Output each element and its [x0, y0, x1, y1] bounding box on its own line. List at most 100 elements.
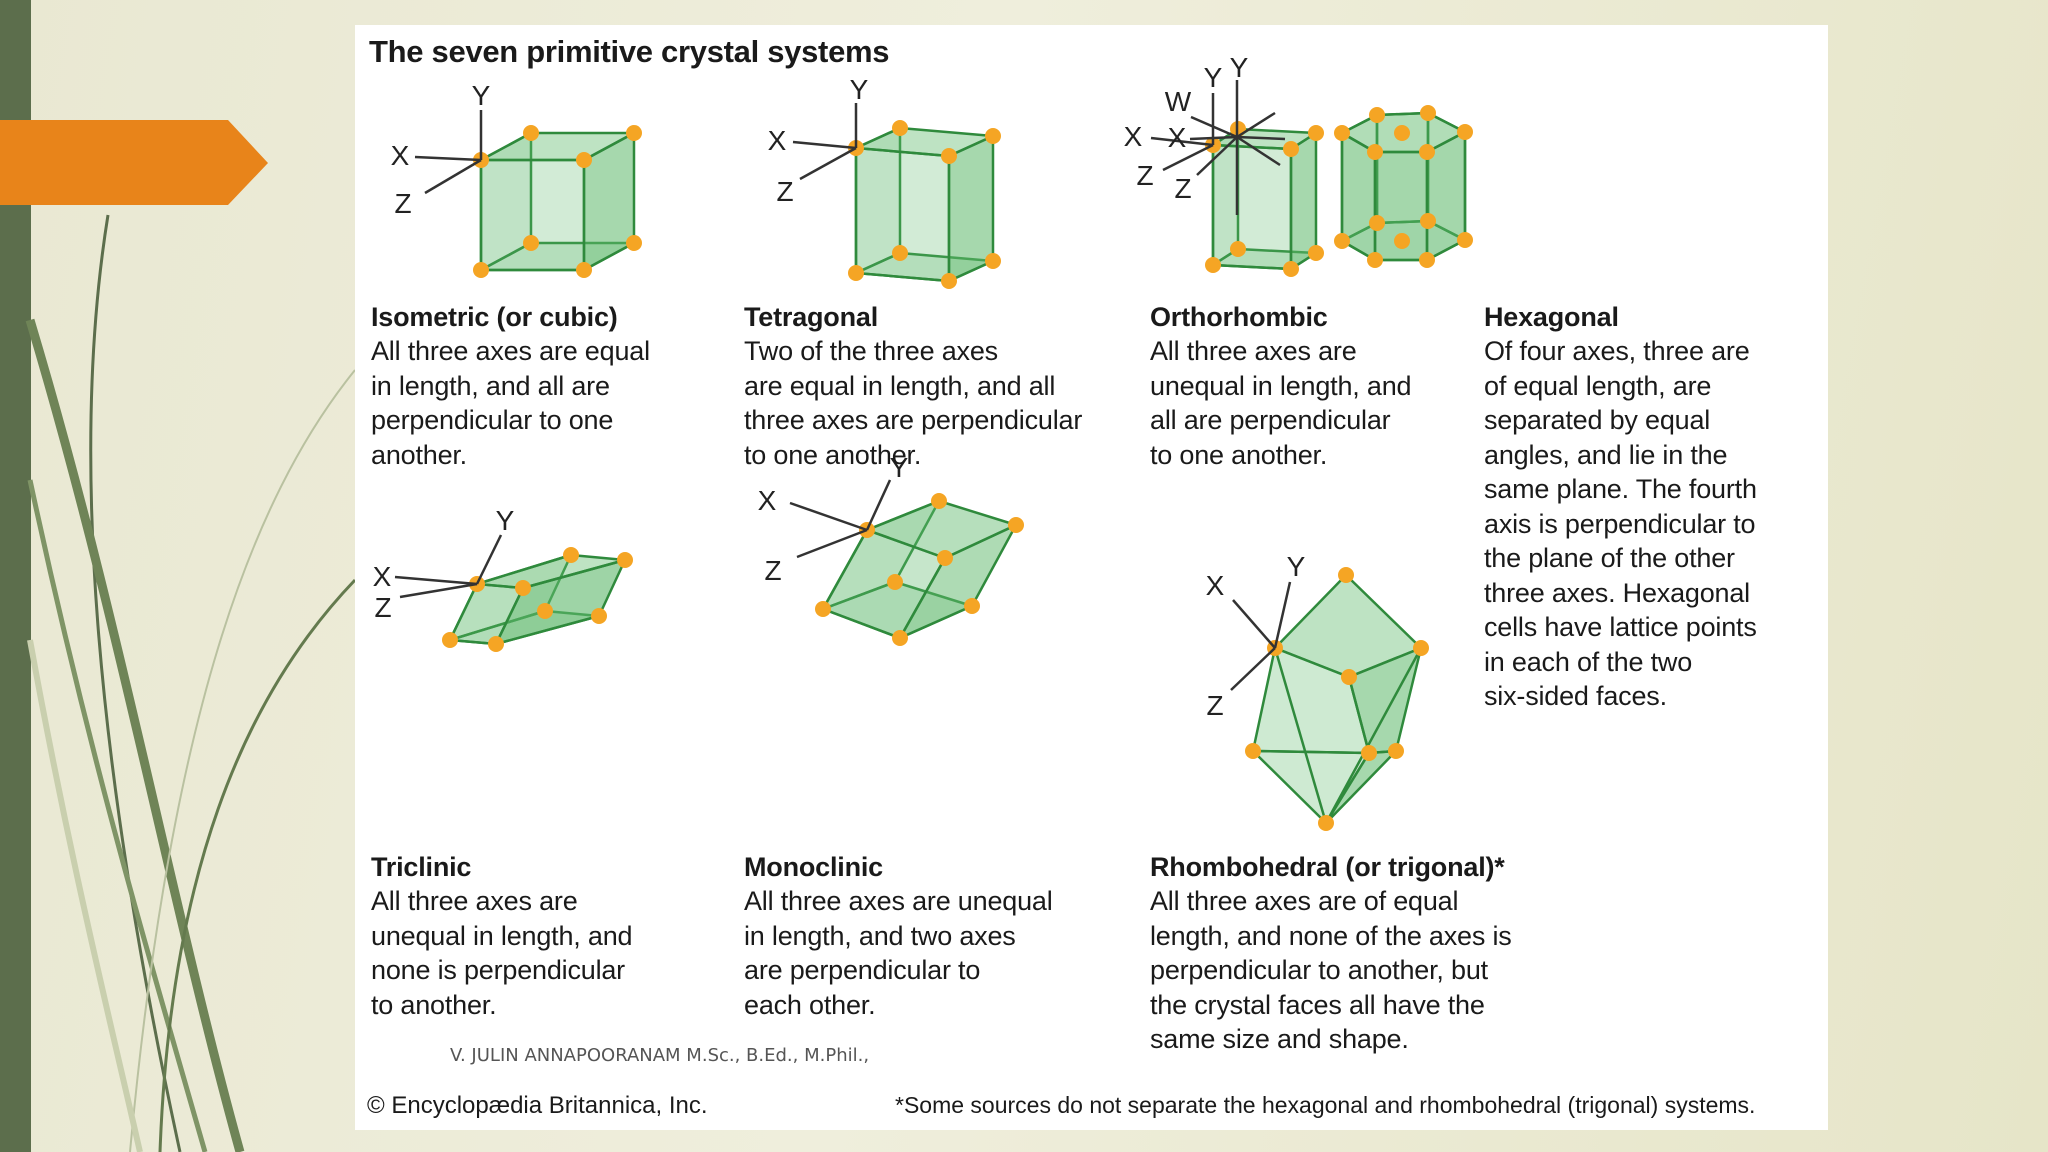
axis-label-w: W	[1165, 86, 1192, 117]
system-description: All three axes are unequal in length, an…	[744, 886, 1053, 1020]
lattice-point	[1318, 815, 1334, 831]
system-rhombohedral: Rhombohedral (or trigonal)* All three ax…	[1150, 850, 1512, 1057]
lattice-point	[617, 552, 633, 568]
lattice-point	[473, 262, 489, 278]
axis-line	[789, 501, 868, 532]
axis-line	[1230, 647, 1276, 691]
axis-line	[799, 146, 857, 181]
system-name: Monoclinic	[744, 852, 883, 882]
axis-label-z: Z	[776, 176, 793, 207]
lattice-point	[1338, 567, 1354, 583]
lattice-point	[1308, 125, 1324, 141]
lattice-point	[442, 632, 458, 648]
lattice-point	[892, 630, 908, 646]
lattice-point	[815, 601, 831, 617]
lattice-point	[1420, 105, 1436, 121]
lattice-point	[1334, 233, 1350, 249]
lattice-point	[626, 125, 642, 141]
axis-line	[1236, 135, 1286, 141]
axis-label-y: Y	[890, 452, 909, 483]
lattice-point	[1367, 252, 1383, 268]
system-description: All three axes are unequal in length, an…	[1150, 336, 1412, 470]
lattice-point	[523, 235, 539, 251]
lattice-point	[576, 152, 592, 168]
author-credit: V. JULIN ANNAPOORANAM M.Sc., B.Ed., M.Ph…	[450, 1045, 870, 1066]
crystal-cell	[473, 125, 642, 278]
crystal-edge	[1324, 647, 1423, 824]
lattice-point	[1367, 144, 1383, 160]
axis-label-x: X	[391, 140, 410, 171]
lattice-point	[1205, 257, 1221, 273]
lattice-point	[941, 273, 957, 289]
system-name: Rhombohedral (or trigonal)*	[1150, 852, 1505, 882]
system-triclinic: Triclinic All three axes are unequal in …	[371, 850, 633, 1022]
axis-line	[865, 479, 892, 531]
system-name: Orthorhombic	[1150, 302, 1328, 332]
lattice-point	[1413, 640, 1429, 656]
axis-label-z: Z	[1206, 690, 1223, 721]
lattice-point	[887, 574, 903, 590]
axis-label-x: X	[1206, 570, 1225, 601]
lattice-point	[985, 128, 1001, 144]
axis-line	[792, 140, 857, 150]
system-name: Isometric (or cubic)	[371, 302, 618, 332]
lattice-point	[1369, 215, 1385, 231]
lattice-point	[1334, 125, 1350, 141]
lattice-point	[515, 580, 531, 596]
axis-line	[1196, 136, 1238, 176]
decorative-curve	[25, 318, 245, 1152]
lattice-point	[576, 262, 592, 278]
orange-arrow-shape	[0, 120, 268, 205]
lattice-point	[537, 603, 553, 619]
axis-label-x: X	[1124, 121, 1143, 152]
crystal-face	[479, 158, 586, 272]
axis-label-y: Y	[1230, 52, 1249, 83]
lattice-point	[1230, 241, 1246, 257]
lattice-point	[1369, 107, 1385, 123]
decorative-curve	[27, 639, 143, 1152]
lattice-point	[892, 245, 908, 261]
axis-label-z: Z	[394, 188, 411, 219]
axis-line	[796, 528, 868, 559]
axis-label-y: Y	[496, 505, 515, 536]
axis-line	[1273, 581, 1292, 649]
crystal-cell	[848, 120, 1001, 289]
lattice-point	[1394, 233, 1410, 249]
axis-line	[1236, 135, 1281, 167]
system-description: All three axes are unequal in length, an…	[371, 886, 633, 1020]
axis-label-z: Z	[1174, 173, 1191, 204]
lattice-point	[1008, 517, 1024, 533]
lattice-point	[1245, 743, 1261, 759]
lattice-point	[1361, 745, 1377, 761]
crystal-face	[854, 146, 951, 283]
copyright-notice: © Encyclopædia Britannica, Inc.	[367, 1092, 708, 1119]
system-description: All three axes are of equal length, and …	[1150, 886, 1512, 1054]
axis-line	[414, 155, 482, 162]
lattice-point	[964, 598, 980, 614]
system-name: Triclinic	[371, 852, 472, 882]
axis-label-z: Z	[374, 592, 391, 623]
axis-line	[394, 575, 478, 586]
decorative-curve	[129, 369, 356, 1152]
axis-line	[1232, 599, 1276, 649]
lattice-point	[591, 608, 607, 624]
lattice-point	[1457, 124, 1473, 140]
lattice-point	[1341, 669, 1357, 685]
axis-line	[1150, 136, 1214, 147]
system-tetragonal: Tetragonal Two of the three axes are equ…	[744, 300, 1082, 472]
crystal-edge	[1273, 647, 1328, 824]
crystal-cell	[1334, 105, 1473, 268]
axis-label-x: X	[758, 485, 777, 516]
lattice-point	[1308, 245, 1324, 261]
lattice-point	[937, 550, 953, 566]
lattice-point	[1420, 213, 1436, 229]
figure-title: The seven primitive crystal systems	[369, 34, 890, 69]
system-description: Two of the three axes are equal in lengt…	[744, 336, 1083, 470]
system-name: Hexagonal	[1484, 302, 1619, 332]
lattice-point	[941, 148, 957, 164]
axis-line	[424, 158, 482, 195]
lattice-point	[1457, 232, 1473, 248]
